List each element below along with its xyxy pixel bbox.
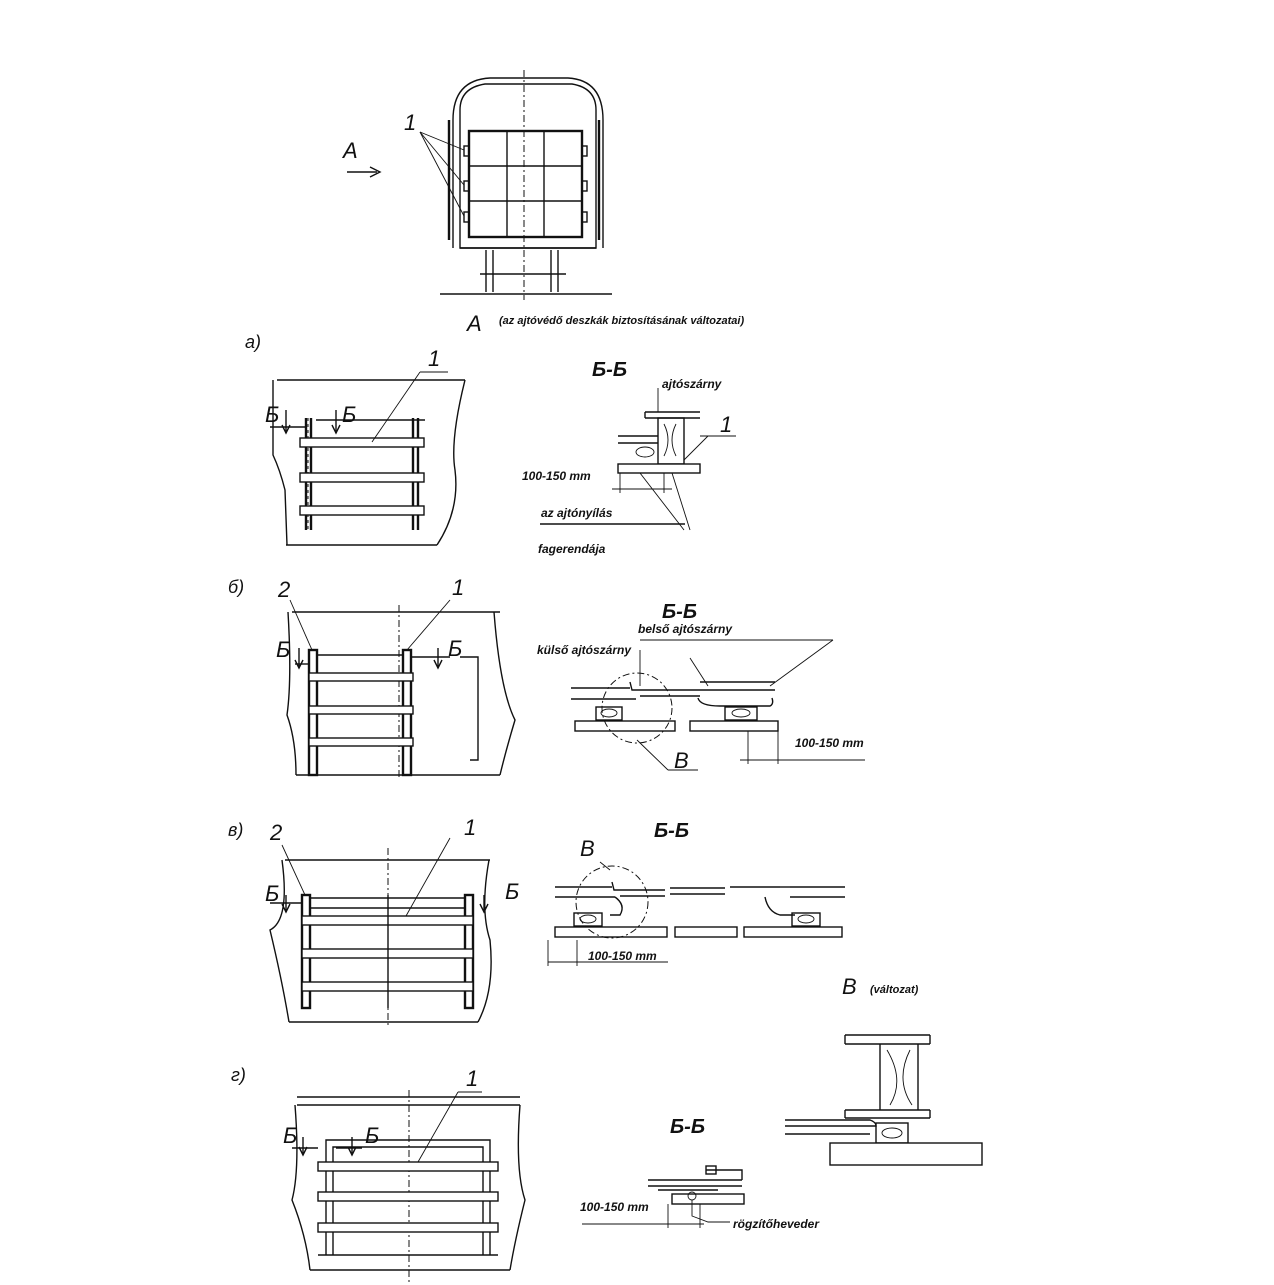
variant-g-elevation [291, 1090, 526, 1285]
variant-a-section [540, 388, 736, 531]
variant-a-tag: а) [245, 332, 262, 352]
variant-a-callout: 1 [428, 346, 441, 371]
variant-a-dimension: 100-150 mm [522, 469, 591, 483]
variant-v-mark-2: Б [505, 879, 520, 904]
variant-g-dimension: 100-150 mm [580, 1200, 649, 1214]
variant-b-tag: б) [228, 577, 245, 597]
door-shield-grid [467, 129, 584, 239]
variant-g-tag: г) [231, 1065, 246, 1085]
variant-b-callout-2: 2 [278, 577, 291, 602]
variant-b-dimension: 100-150 mm [795, 736, 864, 750]
variant-g-mark-1: Б [283, 1123, 298, 1148]
variant-a-opening-line-2: fagerendája [538, 542, 606, 556]
variant-v-mark-1: Б [265, 881, 280, 906]
variant-g-callout: 1 [466, 1066, 479, 1091]
variant-v-section-title: Б-Б [654, 820, 689, 842]
variant-g-section [582, 1165, 745, 1228]
variant-b-detail: В [674, 748, 689, 773]
variant-v-callout-1: 1 [464, 815, 477, 840]
variant-a-mark-1: Б [265, 402, 280, 427]
variant-b-mark-1: Б [276, 637, 291, 662]
variant-b-elevation [286, 599, 516, 778]
variant-v-elevation [269, 837, 492, 1025]
variant-b-section-title: Б-Б [662, 601, 697, 623]
wagon-end-view [347, 70, 612, 300]
variant-a-mark-2: Б [342, 402, 357, 427]
caption-letter: А [467, 311, 482, 336]
variant-a-opening-line-1: az ajtónyílás [541, 506, 613, 520]
variant-a-door-leaf: ajtószárny [662, 377, 722, 391]
detail-v-letter: В [842, 974, 857, 999]
caption-text: (az ajtóvédő deszkák biztosításának vált… [499, 315, 745, 327]
variant-b-callout-1: 1 [452, 575, 465, 600]
view-arrow-label: А [343, 138, 358, 163]
variant-b-mark-2: Б [448, 636, 463, 661]
variant-a-elevation [270, 371, 466, 546]
variant-g-strap: rögzítőheveder [733, 1217, 820, 1231]
variant-b-inner-leaf: belső ajtószárny [638, 622, 733, 636]
variant-v-detail: В [580, 836, 595, 861]
callout-number: 1 [404, 110, 417, 135]
variant-a-section-title: Б-Б [592, 359, 627, 381]
variant-v-section [547, 861, 845, 966]
detail-v-note: (változat) [870, 984, 919, 996]
variant-g-mark-2: Б [365, 1123, 380, 1148]
detail-v-drawing [785, 1034, 983, 1166]
variant-v-dimension: 100-150 mm [588, 949, 657, 963]
variant-b-outer-leaf: külső ajtószárny [537, 643, 632, 657]
variant-v-tag: в) [228, 820, 244, 840]
variant-a-section-callout: 1 [720, 412, 733, 437]
variant-b-section [571, 639, 865, 771]
variant-v-callout-2: 2 [270, 820, 283, 845]
variant-g-section-title: Б-Б [670, 1116, 705, 1138]
